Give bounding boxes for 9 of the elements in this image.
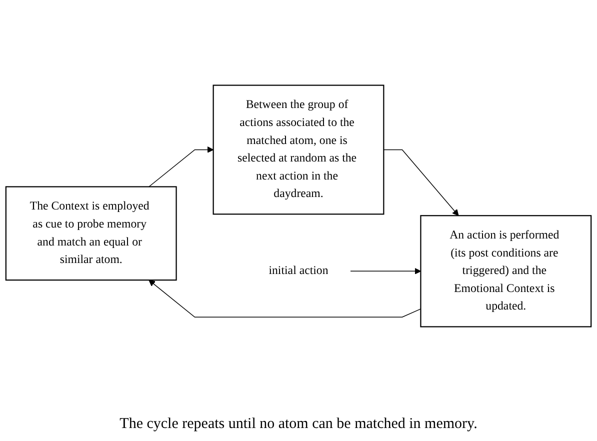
arrow: [148, 280, 422, 318]
node-box: The Context is employed as cue to probe memory and match an equal or similar atom.: [5, 186, 177, 281]
node-box: An action is performed (its post conditions are triggered) and the Emotional Context is updated.: [420, 215, 592, 328]
arrow: [148, 146, 214, 188]
note-text: The cycle repeats until no atom can be matched in memory.: [120, 416, 478, 433]
arrow: [350, 268, 421, 274]
node-box: Between the group of actions associated to the matched atom, one is selected at random as the next action in the daydream.: [212, 84, 384, 215]
arrow: [383, 149, 459, 216]
node-text: initial action: [268, 264, 328, 278]
